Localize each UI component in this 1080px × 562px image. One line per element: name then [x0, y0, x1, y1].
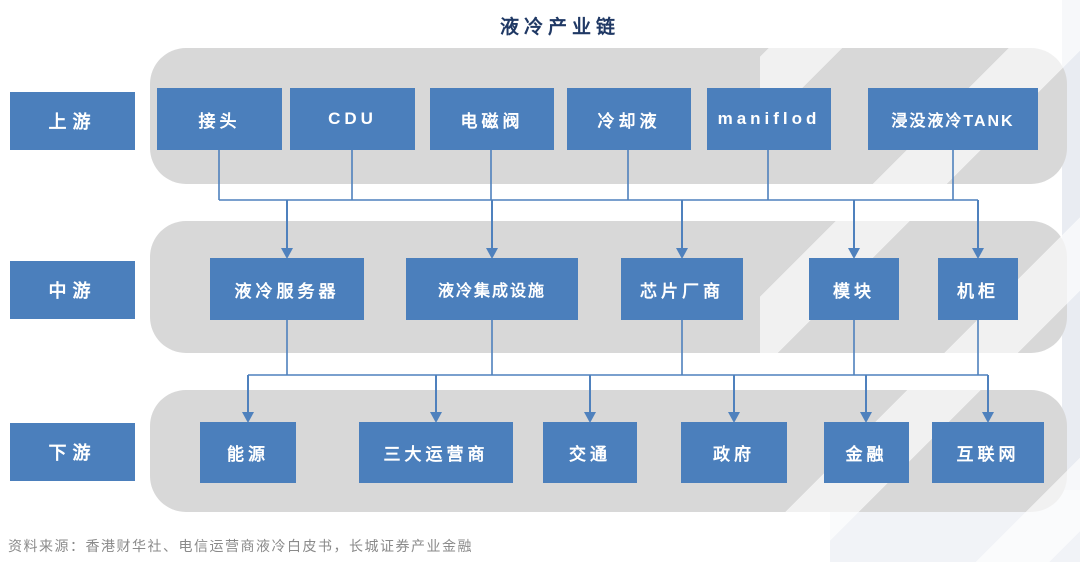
source-note: 资料来源：香港财华社、电信运营商液冷白皮书，长城证券产业金融 — [8, 540, 473, 555]
node-module: 模块 — [809, 258, 899, 320]
node-cabinet: 机柜 — [938, 258, 1018, 320]
node-solenoid-valve: 电磁阀 — [430, 88, 554, 150]
diagram-title: 液冷产业链 — [499, 17, 620, 38]
node-liquid-cooling-server: 液冷服务器 — [210, 258, 364, 320]
node-internet: 互联网 — [932, 422, 1044, 483]
node-coolant: 冷却液 — [567, 88, 691, 150]
node-cdu: CDU — [290, 88, 415, 150]
row-label-downstream: 下游 — [10, 423, 135, 481]
node-immersion-tank: 浸没液冷TANK — [868, 88, 1038, 150]
node-energy: 能源 — [200, 422, 296, 483]
node-transport: 交通 — [543, 422, 637, 483]
node-government: 政府 — [681, 422, 787, 483]
node-operators: 三大运营商 — [359, 422, 513, 483]
node-integrated-facility: 液冷集成设施 — [406, 258, 578, 320]
node-manifold: maniflod — [707, 88, 831, 150]
row-label-upstream: 上游 — [10, 92, 135, 150]
node-connector: 接头 — [157, 88, 282, 150]
node-chip-maker: 芯片厂商 — [621, 258, 743, 320]
row-label-midstream: 中游 — [10, 261, 135, 319]
node-finance: 金融 — [824, 422, 909, 483]
